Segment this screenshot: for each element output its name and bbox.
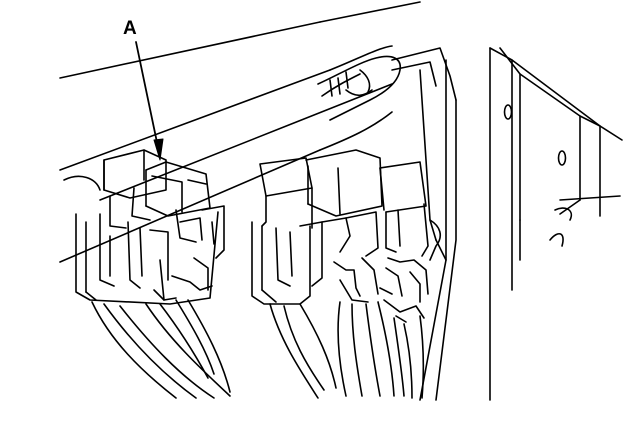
mounting-bracket <box>391 47 457 401</box>
background-beams <box>59 1 421 263</box>
callout-leader-arrow <box>135 41 164 161</box>
callout-label-a: A <box>123 18 137 39</box>
wire-harness <box>91 299 425 399</box>
panel-hole-upper <box>503 104 513 120</box>
relay-connector-right <box>379 161 429 323</box>
side-panel <box>489 47 623 401</box>
relay-connector-a <box>75 149 225 305</box>
relay-connector-center <box>251 149 383 305</box>
panel-hole-lower <box>557 150 567 166</box>
conduit-tube <box>317 55 401 121</box>
